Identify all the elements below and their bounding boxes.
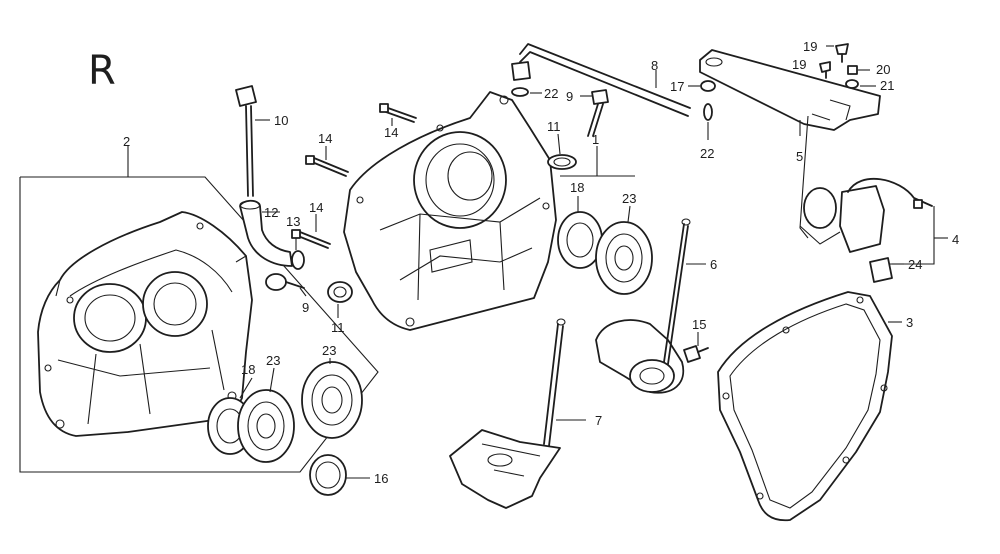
callout-10: 10: [274, 113, 288, 128]
callout-3: 3: [906, 315, 913, 330]
part-14-bolt-b: [379, 103, 417, 126]
part-15-bolt: [683, 332, 709, 363]
view-letter: R: [88, 48, 116, 94]
callout-8: 8: [651, 58, 658, 73]
part-9-drain-plug-left: [265, 273, 307, 297]
part-17-cap: [688, 80, 716, 92]
callout-23-left-a: 23: [266, 353, 280, 368]
part-23-bearing-left-a: [237, 367, 295, 463]
callout-4: 4: [952, 232, 959, 247]
part-24-gasket-pad: [869, 257, 904, 283]
callout-22-a: 22: [544, 86, 558, 101]
part-7-oil-sump-cover: [449, 318, 586, 509]
part-22-clip-b: [703, 103, 713, 140]
part-14-bolt-c: [291, 214, 331, 249]
callout-14-b: 14: [384, 125, 398, 140]
callout-17: 17: [670, 79, 684, 94]
right-crankcase-cover: [343, 91, 635, 331]
callout-16: 16: [374, 471, 388, 486]
callout-18-right: 18: [570, 180, 584, 195]
callout-7: 7: [595, 413, 602, 428]
callout-11-right: 11: [547, 119, 561, 134]
callout-5: 5: [796, 149, 803, 164]
part-8-breather-tube: [511, 43, 691, 117]
part-19-screw-a: [826, 43, 849, 63]
callout-23-left-b: 23: [322, 343, 336, 358]
part-23-bearing-left-b: [301, 358, 363, 439]
part-14-bolt-a: [305, 146, 349, 177]
callout-20: 20: [876, 62, 890, 77]
part-4-oil-alert-unit: [799, 115, 948, 265]
part-20-nut: [847, 65, 870, 75]
callout-19-a: 19: [803, 39, 817, 54]
callout-19-b: 19: [792, 57, 806, 72]
part-13-o-ring: [291, 230, 305, 270]
callout-14-a: 14: [318, 131, 332, 146]
part-16-oil-seal: [309, 454, 370, 496]
part-22-clip-a: [511, 87, 542, 97]
callout-9-right: 9: [566, 89, 573, 104]
part-23-bearing-right: [595, 205, 653, 295]
callout-11-left: 11: [331, 320, 345, 335]
part-11-oil-seal-left: [327, 281, 353, 318]
callout-12: 12: [264, 205, 278, 220]
callout-23-right: 23: [622, 191, 636, 206]
part-6-oil-pickup: [595, 218, 706, 394]
left-crankcase-cover: [37, 211, 253, 437]
callout-14-c: 14: [309, 200, 323, 215]
callout-24: 24: [908, 257, 922, 272]
callout-13: 13: [286, 214, 300, 229]
part-12-filler-pipe: [239, 199, 293, 267]
part-3-crankcase-gasket: [717, 291, 902, 522]
callout-2: 2: [123, 134, 130, 149]
callout-18-left: 18: [241, 362, 255, 377]
callout-15: 15: [692, 317, 706, 332]
part-19-screw-b: [819, 61, 831, 79]
part-21-washer: [845, 79, 876, 89]
callout-1: 1: [592, 132, 599, 147]
part-5-bracket: [699, 49, 881, 136]
callout-9-left: 9: [302, 300, 309, 315]
callout-labels: 1 2 3 4 5 6 7 8 9 9 10 11 11 12 13 14 14…: [123, 39, 959, 486]
part-9-drain-plug-right: [580, 89, 609, 137]
part-11-oil-seal-right: [547, 133, 577, 170]
callout-21: 21: [880, 78, 894, 93]
callout-6: 6: [710, 257, 717, 272]
part-10-dipstick: [235, 85, 270, 197]
callout-22-b: 22: [700, 146, 714, 161]
